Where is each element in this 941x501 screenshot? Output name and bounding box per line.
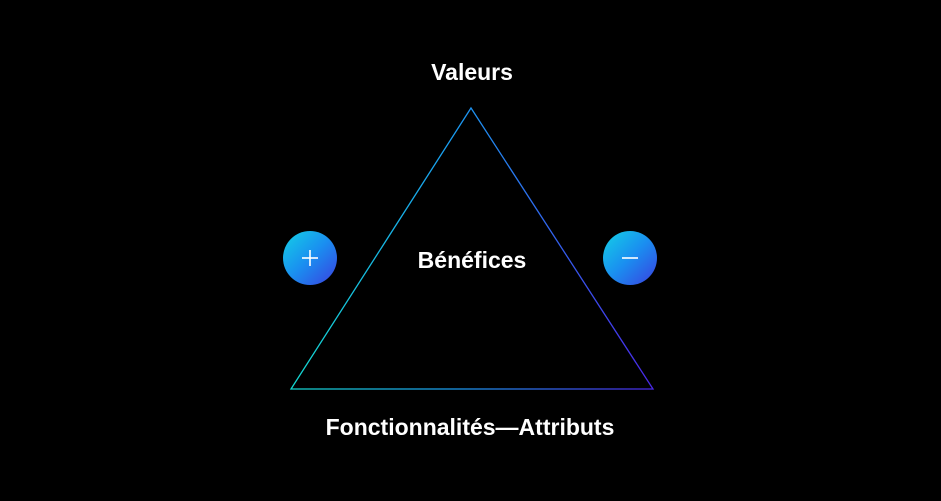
minus-circle: [603, 231, 657, 285]
plus-circle: [283, 231, 337, 285]
minus-icon: [622, 257, 638, 259]
plus-icon: [302, 250, 318, 266]
bottom-label: Fonctionnalités—Attributs: [325, 414, 615, 440]
center-label: Bénéfices: [417, 247, 527, 273]
top-label: Valeurs: [431, 59, 513, 85]
triangle-outline: [289, 106, 655, 390]
